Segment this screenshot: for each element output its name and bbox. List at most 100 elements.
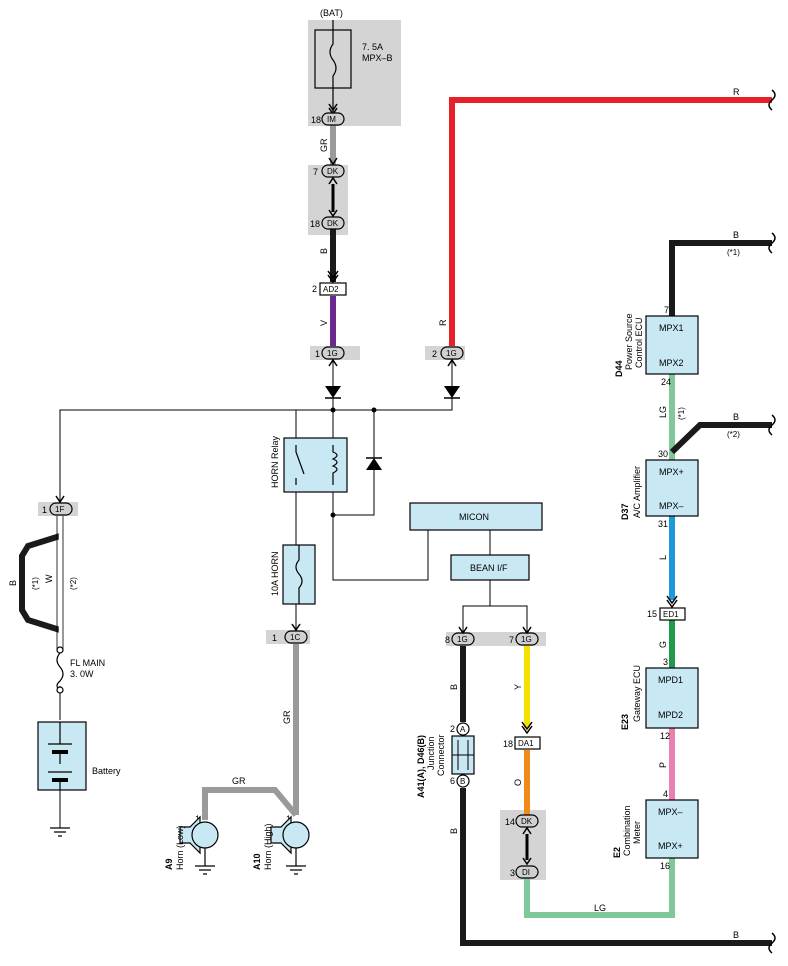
label-wires-gr3: GR (232, 776, 246, 786)
diagram-line (328, 358, 338, 367)
label-wires-l1: L (658, 555, 668, 560)
label-components-e2-t2: MPX+ (658, 841, 683, 851)
diagram-line (328, 209, 338, 218)
diagram-line (522, 626, 532, 635)
label-wires-lg1: LG (658, 406, 668, 418)
diagram-line (458, 626, 468, 635)
label-wires-gr1: GR (319, 138, 329, 152)
label-wires-p1: P (658, 762, 668, 768)
label-connectors-dk3-pin: 14 (505, 817, 515, 827)
label-components-d44-t1: MPX1 (659, 323, 684, 333)
diagram-line (330, 407, 336, 413)
label-wires-v1: V (319, 320, 329, 326)
diagram-line (52, 778, 68, 782)
diagram-line (56, 686, 64, 694)
label-components-e2-name2: Meter (632, 821, 642, 844)
label-wires-w-left: W (44, 574, 54, 583)
diode-1 (325, 386, 341, 398)
diagram-line (327, 274, 339, 284)
diagram-line (328, 157, 338, 166)
label-connectors-ja: A (460, 725, 466, 734)
relay-switch-icon (295, 445, 305, 485)
label-connectors-dk1-pin: 7 (313, 167, 318, 177)
diagram-line (522, 857, 532, 866)
label-connectors-dk2: DK (327, 219, 339, 228)
diagram-line (291, 623, 301, 632)
label-connectors-c1: 1C (290, 633, 300, 642)
label-wires-r1: R (438, 319, 448, 326)
connector-ed1 (659, 607, 686, 621)
label-connectors-g1c-pin: 8 (445, 635, 450, 645)
horn-relay-box (283, 437, 348, 493)
label-wires-star2-left: (*2) (69, 577, 78, 590)
label-wires-b-mid: B (733, 412, 739, 422)
wire-break-b1 (768, 232, 776, 254)
label-components-micon: MICON (459, 512, 489, 522)
label-components-d37-t1: MPX+ (659, 467, 684, 477)
label-connectors-g1d: 1G (521, 635, 532, 644)
label-components-e2-t1: MPX– (658, 807, 683, 817)
wire-lg-2 (524, 858, 675, 918)
label-wires-b3: B (449, 828, 459, 834)
label-components-e23-name: Gateway ECU (632, 665, 642, 722)
label-components-jc-name2: Connector (436, 734, 446, 776)
wire-r (449, 97, 772, 346)
label-connectors-ja-pin: 2 (450, 724, 455, 734)
label-components-e23-pin-bot: 12 (660, 731, 670, 741)
label-wires-star1-mid: (*1) (677, 407, 686, 420)
label-connectors-ad2: AD2 (323, 285, 339, 294)
label-connectors-g1d-pin: 7 (509, 635, 514, 645)
label-components-e23-t2: MPD2 (658, 710, 683, 720)
wire-break-b3 (768, 932, 776, 954)
junction-pin-b (456, 774, 470, 788)
label-connectors-da1-pin: 18 (503, 739, 513, 749)
diagram-line (371, 407, 377, 413)
label-wires-b-left: B (8, 580, 18, 586)
wire-thin-top (59, 398, 453, 502)
label-components-e2-pin-bot: 16 (660, 861, 670, 871)
fl-main-fusible-link (56, 652, 64, 691)
connector-dk2 (321, 216, 345, 230)
label-components-d44-pin-top: 7 (664, 305, 669, 315)
label-components-horn-high-name: Horn (High) (263, 823, 273, 870)
diagram-line (52, 750, 68, 754)
label-connectors-g1c: 1G (457, 635, 468, 644)
connector-1f (49, 502, 73, 516)
label-components-horn-high-code: A10 (252, 853, 262, 870)
label-connectors-dk1: DK (327, 167, 339, 176)
label-connectors-di: DI (522, 868, 530, 877)
label-components-e23-pin-top: 3 (663, 657, 668, 667)
label-components-d44-t2: MPX2 (659, 358, 684, 368)
relay-coil-icon (331, 445, 338, 485)
label-components-jc-code: A41(A), D46(B) (416, 735, 426, 798)
label-wires-g1: G (658, 641, 668, 648)
label-connectors-jb-pin: 6 (450, 776, 455, 786)
label-components-e23-code: E23 (620, 714, 630, 730)
connector-da1 (514, 736, 541, 750)
label-components-bean: BEAN I/F (470, 563, 508, 573)
diode-2 (444, 386, 460, 398)
label-connectors-ed1: ED1 (663, 610, 679, 619)
diagram-line (56, 646, 64, 654)
label-components-d44-name2: Control ECU (634, 317, 644, 368)
label-components-e2-name1: Combination (622, 805, 632, 856)
label-wires-b-bottom: B (733, 930, 739, 940)
wire-break-b2 (768, 414, 776, 436)
label-connectors-da1: DA1 (518, 739, 534, 748)
bean-if-box (450, 554, 530, 581)
connector-ad2 (319, 282, 347, 296)
label-components-d37-t2: MPX– (659, 501, 684, 511)
label-wires-star2-mid: (*2) (727, 430, 740, 439)
diagram-line (462, 580, 491, 632)
label-power-fuse-name: MPX–B (362, 53, 393, 63)
label-components-fuse-horn: 10A HORN (270, 551, 280, 596)
label-connectors-g1b-pin: 2 (432, 349, 437, 359)
label-components-d37-code: D37 (620, 503, 630, 520)
label-connectors-g1a: 1G (327, 349, 338, 358)
label-power-fuse-amp: 7. 5A (362, 42, 383, 52)
label-components-d37-name: A/C Amplifier (632, 466, 642, 518)
diagram-line (330, 512, 336, 518)
bat-label: (BAT) (320, 8, 343, 18)
label-connectors-f1: 1F (55, 505, 64, 514)
